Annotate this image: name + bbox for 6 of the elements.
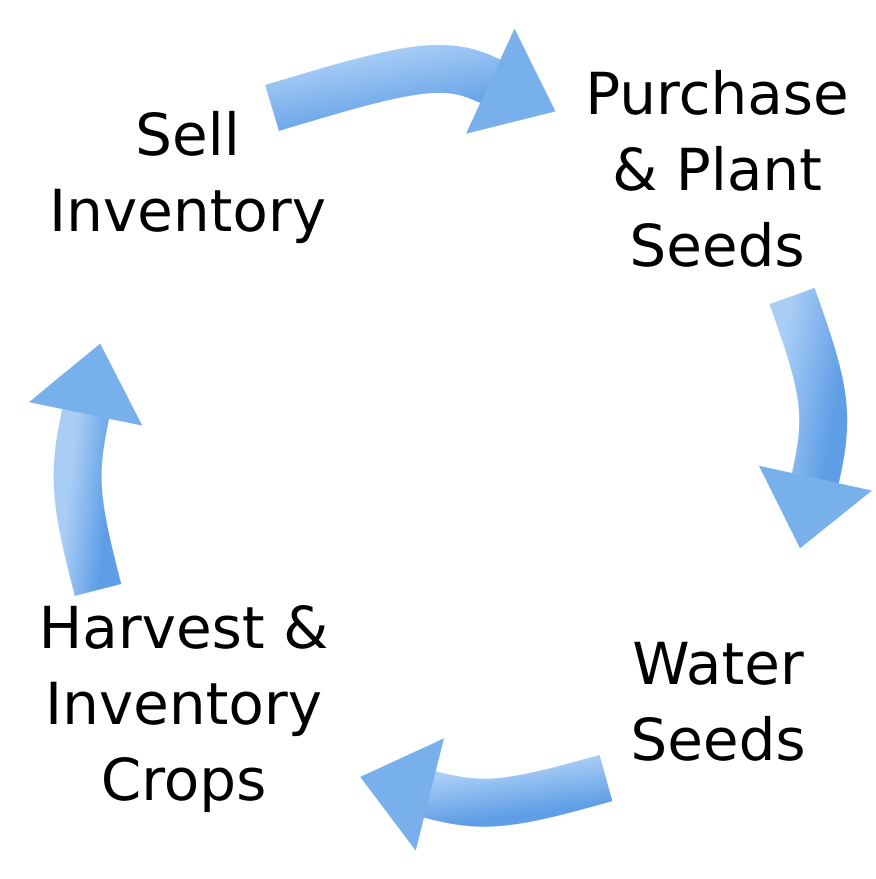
step-label: Harvest & Inventory Crops — [38, 593, 330, 816]
step-label: Purchase & Plant Seeds — [584, 59, 850, 282]
step-label: Water Seeds — [629, 629, 807, 776]
step-label: Sell Inventory — [48, 100, 328, 247]
curved-arrow — [265, 28, 556, 134]
curved-arrow — [758, 288, 872, 548]
